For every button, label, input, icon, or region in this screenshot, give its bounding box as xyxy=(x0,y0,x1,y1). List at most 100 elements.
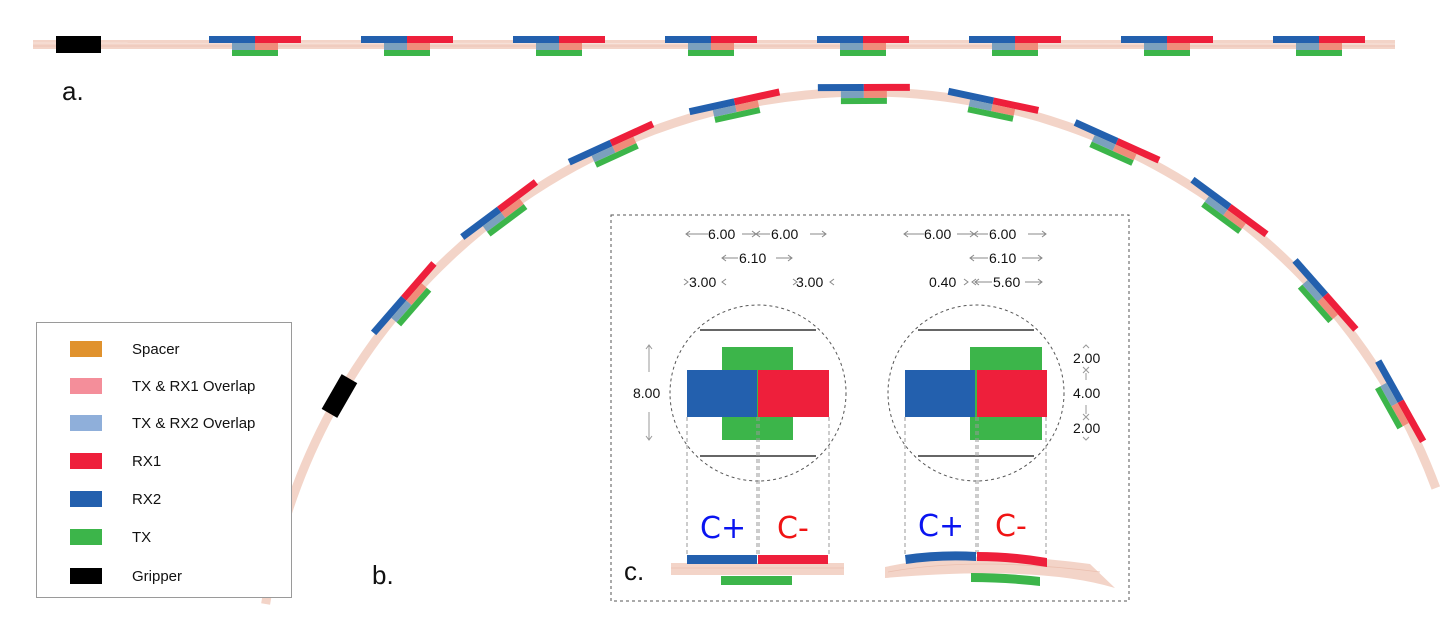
tx-rx1-overlap xyxy=(559,43,582,50)
rx1-electrode xyxy=(401,261,437,301)
tx-rx1-overlap xyxy=(407,43,430,50)
tx-rx2-overlap xyxy=(712,105,737,117)
tx-rx2-overlap xyxy=(992,43,1015,50)
rx1-electrode xyxy=(1227,204,1269,238)
tx-rx1-overlap xyxy=(501,198,524,218)
tx-rx1-overlap xyxy=(1317,297,1339,320)
legend-swatch xyxy=(70,453,102,469)
legend-label: TX & RX1 Overlap xyxy=(132,377,256,395)
dim-left-width-tx: 6.10 xyxy=(739,250,766,266)
panel-label-a: a. xyxy=(62,76,84,106)
tx-rx1-overlap xyxy=(863,43,886,50)
legend-label: Gripper xyxy=(132,567,183,585)
electrode-set xyxy=(513,36,605,56)
rx1-electrode xyxy=(407,36,453,43)
rx1-electrode-flat xyxy=(758,555,828,564)
legend-swatch xyxy=(70,568,102,584)
rx2-electrode xyxy=(687,370,757,417)
c-minus-label-left: C- xyxy=(777,511,809,546)
rx1-electrode xyxy=(1115,138,1161,164)
tx-rx2-overlap xyxy=(384,43,407,50)
rx1-electrode xyxy=(758,370,829,417)
rx1-electrode xyxy=(1167,36,1213,43)
rx2-electrode xyxy=(1292,258,1329,298)
tx-rx2-overlap xyxy=(1091,135,1116,151)
rx1-electrode xyxy=(992,97,1040,114)
rx1-electrode xyxy=(733,88,781,106)
rx1-electrode xyxy=(1322,292,1359,332)
tx-rx2-overlap xyxy=(840,91,864,99)
magnifier-circle xyxy=(669,304,847,482)
tx-rx2-overlap xyxy=(968,99,993,112)
rx2-electrode xyxy=(665,36,711,43)
rx2-electrode xyxy=(361,36,407,43)
dim-right-width-tx: 6.10 xyxy=(989,250,1016,266)
detail-left: 6.00 6.00 6.10 3.00 3.00 8.00 C+ xyxy=(633,226,847,585)
electrode-set xyxy=(1121,36,1213,56)
tx-rx1-overlap xyxy=(255,43,278,50)
rx2-electrode-flat xyxy=(687,555,757,564)
legend-label: TX & RX2 Overlap xyxy=(132,414,256,432)
tx-rx1-overlap xyxy=(1112,144,1137,161)
tx-rx1-overlap xyxy=(991,104,1016,116)
electrode-set xyxy=(1073,119,1161,166)
rx1-electrode xyxy=(1397,399,1427,444)
rx1-electrode xyxy=(1319,36,1365,43)
electrode-set xyxy=(370,261,437,336)
dim-right-rx-height: 4.00 xyxy=(1073,385,1100,401)
electrode-set xyxy=(817,83,910,105)
tx-electrode xyxy=(486,204,528,237)
tx-electrode xyxy=(967,106,1014,122)
dim-right-width-rx2: 6.00 xyxy=(924,226,951,242)
dim-right-width-rx1: 6.00 xyxy=(989,226,1016,242)
rx2-electrode-curved xyxy=(905,551,976,564)
panel-label-b: b. xyxy=(372,560,394,590)
rx1-electrode xyxy=(863,36,909,43)
legend-swatch xyxy=(70,341,102,357)
legend-item-gripper: Gripper xyxy=(70,565,182,587)
gripper xyxy=(321,374,358,418)
electrode-set xyxy=(209,36,301,56)
electrode-set xyxy=(817,36,909,56)
tx-rx2-overlap xyxy=(482,212,506,232)
tx-rx1-overlap xyxy=(1319,43,1342,50)
legend-swatch xyxy=(70,415,102,431)
tx-rx1-overlap xyxy=(1223,209,1246,230)
tx-electrode xyxy=(992,50,1038,56)
tx-electrode xyxy=(1296,50,1342,56)
electrode-set xyxy=(688,88,781,123)
rx2-electrode xyxy=(688,98,736,116)
tx-electrode xyxy=(232,50,278,56)
dim-left-overlap-rx2: 3.00 xyxy=(689,274,716,290)
legend-item-tx-rx2-overlap: TX & RX2 Overlap xyxy=(70,412,255,434)
rx2-electrode xyxy=(947,87,995,105)
c-minus-label-right: C- xyxy=(995,509,1027,544)
rx2-electrode xyxy=(1121,36,1167,43)
panel-b-curved-strip xyxy=(261,83,1441,605)
rx2-electrode xyxy=(1190,176,1232,210)
tx-electrode xyxy=(840,50,886,56)
tx-rx1-overlap xyxy=(406,283,427,306)
legend-item-spacer: Spacer xyxy=(70,338,180,360)
rx1-electrode xyxy=(559,36,605,43)
electrode-set xyxy=(947,87,1040,122)
dim-left-overlap-rx1: 3.00 xyxy=(796,274,823,290)
tx-rx2-overlap xyxy=(536,43,559,50)
rx1-electrode xyxy=(609,120,655,147)
tx-rx1-overlap xyxy=(711,43,734,50)
tx-electrode xyxy=(1297,284,1333,324)
panel-label-c: c. xyxy=(624,556,644,586)
panel-c-detail: 6.00 6.00 6.10 3.00 3.00 8.00 C+ xyxy=(610,214,1130,602)
legend-swatch xyxy=(70,378,102,394)
rx2-electrode xyxy=(1073,119,1119,145)
tx-rx2-overlap xyxy=(391,300,412,323)
rx1-electrode xyxy=(255,36,301,43)
rx1-electrode xyxy=(1015,36,1061,43)
tx-rx1-overlap xyxy=(1167,43,1190,50)
rx1-electrode xyxy=(863,83,910,92)
tx-electrode xyxy=(396,287,432,327)
tx-electrode-curved xyxy=(971,573,1040,586)
rx2-electrode xyxy=(567,139,613,166)
